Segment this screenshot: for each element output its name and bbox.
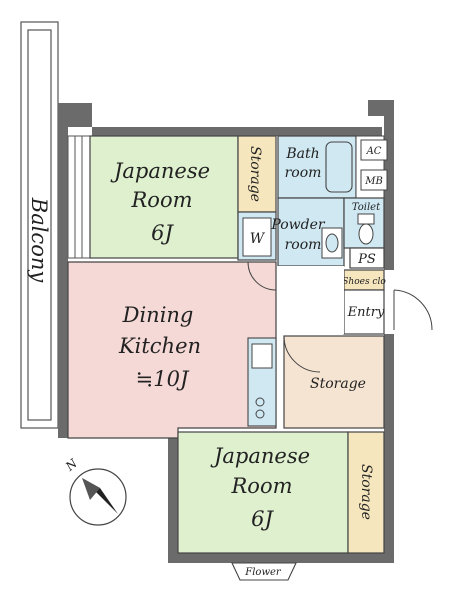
ac-mb-area: AC MB [355, 135, 388, 199]
stove-burner-2 [255, 409, 265, 419]
japanese-room-north-line3: 6J [151, 221, 174, 245]
compass-north-label: N [62, 456, 80, 474]
toilet-bowl [358, 223, 374, 245]
outer-walls [58, 100, 394, 563]
japanese-room-north-line1: Japanese [110, 159, 210, 183]
japanese-room-south-line3: 6J [251, 507, 274, 531]
compass: N [62, 456, 127, 526]
ps-box [349, 247, 385, 269]
toilet-label: Toilet [352, 202, 381, 213]
balcony-inner [27, 29, 52, 421]
kitchen-sink [251, 343, 273, 369]
wall-ne-corner [368, 100, 394, 116]
sink-bowl [325, 233, 339, 253]
storage-south: Storage [347, 431, 385, 554]
dining-kitchen-line1: Dining [122, 303, 194, 327]
wall-west [58, 127, 68, 438]
bath-line2: room [285, 165, 322, 181]
japanese-room-south: Japanese Room 6J [177, 431, 349, 554]
storage-west: Storage [237, 135, 277, 213]
powder-line1: Powder [270, 217, 326, 233]
storage-west-label: Storage [247, 146, 263, 202]
compass-ring [69, 468, 127, 526]
storage-south-floor [347, 431, 385, 554]
compass-needle-shade [82, 478, 100, 500]
storage-mid-door-swing [283, 335, 321, 373]
wall-east-south [384, 420, 394, 563]
flower-box-shape [231, 562, 297, 581]
washer-area: W [237, 211, 277, 261]
dining-kitchen-floor [67, 261, 277, 439]
shoes-closet-label: Shoes clo [342, 277, 386, 287]
balcony-label: Balcony [27, 197, 51, 284]
japanese-room-south-line2: Room [230, 474, 292, 498]
window-north-room [67, 135, 91, 259]
japanese-room-south-floor [177, 431, 349, 554]
bath-line1: Bath [285, 146, 319, 162]
washer-label: W [250, 231, 266, 247]
japanese-room-south-line1: Japanese [210, 444, 310, 468]
storage-mid-floor [283, 335, 385, 429]
powder-room: Powder room [270, 197, 345, 267]
storage-mid: Storage [283, 335, 385, 429]
dining-kitchen-line3: ≒10J [136, 367, 190, 391]
japanese-room-north-line2: Room [130, 188, 192, 212]
wall-nw-corner [58, 103, 92, 127]
entry-label: Entry [347, 305, 385, 320]
stove-burner-1 [255, 397, 265, 407]
toilet-tank [357, 213, 375, 225]
wall-south [168, 553, 394, 563]
ac-box [360, 139, 388, 161]
entry-floor [343, 289, 385, 335]
wall-east-mid [384, 334, 394, 420]
hallway [276, 266, 344, 334]
washer-box [242, 217, 272, 257]
japanese-room-north: Japanese Room 6J [89, 135, 239, 259]
entry: Entry [343, 289, 433, 335]
ps-shaft: PS [349, 247, 385, 269]
powder-line2: room [285, 237, 322, 253]
flower-box: Flower [231, 562, 297, 581]
storage-west-floor [237, 135, 277, 213]
dining-kitchen-line2: Kitchen [118, 334, 201, 358]
dk-door-swing [247, 261, 277, 291]
balcony: Balcony [20, 21, 59, 429]
mb-label: MB [364, 176, 383, 187]
mb-box [360, 169, 388, 191]
entry-door-swing [393, 289, 433, 331]
wall-south-west-leg [168, 428, 178, 563]
wall-east-north [384, 100, 394, 270]
flower-label: Flower [244, 567, 282, 578]
ps-label: PS [357, 252, 376, 267]
wall-north [92, 127, 382, 136]
ac-label: AC [366, 146, 382, 157]
japanese-room-north-floor [89, 135, 239, 259]
bathtub [325, 141, 353, 193]
storage-mid-label: Storage [310, 376, 366, 392]
toilet: Toilet [343, 197, 385, 249]
dining-kitchen: Dining Kitchen ≒10J [67, 261, 277, 439]
bath-room: Bath room [277, 135, 357, 199]
west-windows [67, 135, 91, 259]
shoes-closet: Shoes clo [342, 269, 386, 291]
storage-south-label: Storage [358, 464, 374, 520]
